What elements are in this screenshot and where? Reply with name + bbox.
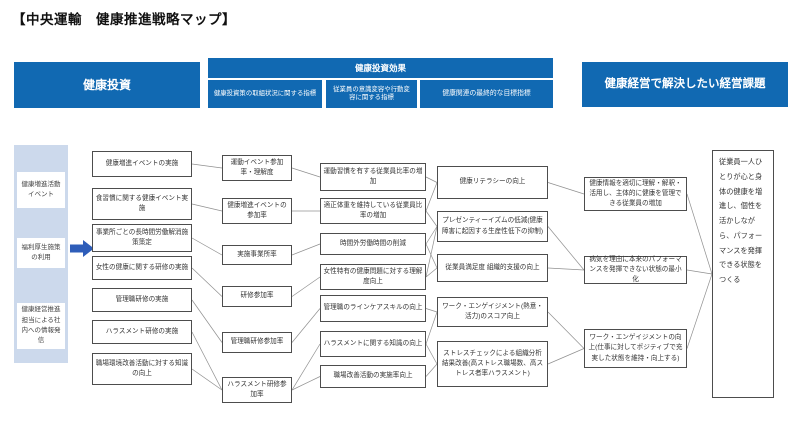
flow-box-c6: ハラスメントに関する知識の向上: [320, 331, 426, 357]
goal-box: 従業員一人ひとりが心と身体の健康を増進し、個性を活かしながら、パフォーマンスを発…: [712, 150, 774, 398]
flow-box-c5: 管理職のラインケアスキルの向上: [320, 295, 426, 322]
flow-box-a6: ハラスメント研修の実施: [92, 320, 192, 344]
flow-box-e2: 病気を理由に本来のパフォーマンスを発揮できない状態の最小化: [584, 256, 687, 284]
input-item-welfare: 福利厚生施策の利用: [17, 238, 65, 268]
flow-box-c4: 女性特有の健康問題に対する理解度向上: [320, 264, 426, 290]
flow-box-e3: ワーク・エンゲイジメントの向上(仕事に対してポジティブで充実した状態を維持・向上…: [584, 329, 687, 368]
arrow-right-icon: [70, 240, 94, 257]
flow-box-b2: 健康増進イベントの参加率: [222, 198, 292, 224]
flow-box-c3: 時間外労働時間の削減: [320, 233, 426, 255]
flow-box-a3: 事業所ごとの長時間労働解消施策策定: [92, 224, 192, 252]
subheader-final-metrics: 健康関連の最終的な目標指標: [420, 80, 553, 108]
flow-box-b6: ハラスメント研修参加率: [222, 377, 292, 403]
header-health-investment: 健康投資: [14, 62, 200, 108]
flow-box-c7: 職場改善活動の実施率向上: [320, 365, 426, 388]
flow-box-a2: 食習慣に関する健康イベント実施: [92, 188, 192, 220]
input-item-info: 健康経営推進担当による社内への情報発信: [17, 303, 65, 349]
flow-box-d2: プレゼンティーイズムの低減(健康障害に起因する生産性低下の抑制): [437, 211, 548, 242]
flow-box-e1: 健康情報を適切に理解・解釈・活用し、主体的に健康を管理できる従業員の増加: [584, 177, 687, 211]
flow-box-b4: 研修参加率: [222, 286, 292, 307]
flow-box-a4: 女性の健康に関する研修の実施: [92, 256, 192, 280]
flow-box-b3: 実施事業所率: [222, 245, 292, 265]
flow-box-b5: 管理職研修参加率: [222, 332, 292, 353]
flow-box-d1: 健康リテラシーの向上: [437, 166, 548, 199]
subheader-behavior-metrics: 従業員の意識変容や行動変容に関する指標: [326, 80, 417, 108]
flow-box-a7: 職場環境改善活動に対する知識の向上: [92, 353, 192, 385]
flow-box-d4: ワーク・エンゲイジメント(熱意・活力)のスコア向上: [437, 297, 548, 327]
flow-box-d5: ストレスチェックによる組織分析結果改善(高ストレス職場数、高ストレス者率ハラスメ…: [437, 341, 548, 387]
page-title: 【中央運輸 健康推進戦略マップ】: [12, 12, 236, 27]
flow-box-b1: 運動イベント参加率・理解度: [222, 155, 292, 181]
header-investment-effect: 健康投資効果: [208, 58, 553, 78]
input-item-event: 健康増進活動イベント: [17, 172, 65, 208]
flow-box-c2: 適正体重を維持している従業員比率の増加: [320, 198, 426, 224]
flow-box-a5: 管理職研修の実施: [92, 288, 192, 312]
flow-box-a1: 健康増進イベントの実施: [92, 151, 192, 177]
flow-box-c1: 運動習慣を有する従業員比率の増加: [320, 163, 426, 191]
header-management-issue: 健康経営で解決したい経営課題: [582, 62, 788, 107]
subheader-status-metrics: 健康投資策の取組状況に関する指標: [208, 80, 322, 108]
flow-box-d3: 従業員満足度 組織的支援の向上: [437, 254, 548, 282]
